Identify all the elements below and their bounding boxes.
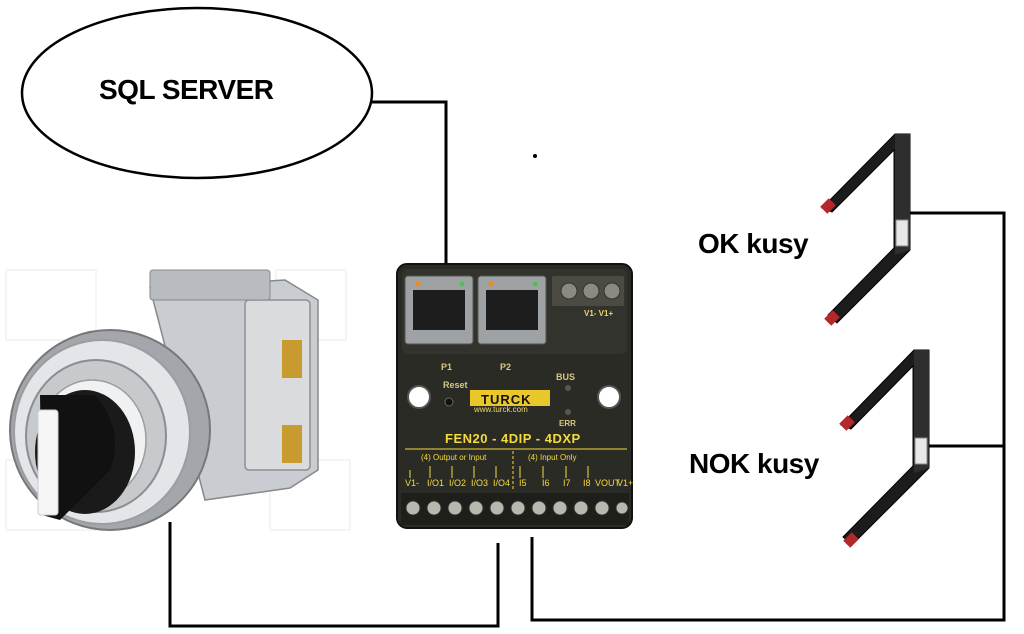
pin-label: VOUT (595, 478, 621, 488)
pin-label: I8 (583, 478, 591, 488)
ethernet-port-p1[interactable] (404, 275, 474, 345)
reset-label: Reset (443, 380, 468, 390)
power-label: V1- V1+ (584, 309, 614, 318)
mounting-hole-right (597, 385, 621, 409)
sql-server-node[interactable] (20, 6, 374, 180)
pin-label: V1- (405, 478, 420, 488)
pin-label: I7 (563, 478, 571, 488)
input-only-group-label: (4) Input Only (528, 453, 577, 462)
sql-server-label: SQL SERVER (99, 74, 274, 105)
mounting-hole-left (407, 385, 431, 409)
nok-fork-sensor[interactable] (839, 349, 930, 548)
err-led (565, 409, 571, 415)
selector-switch[interactable] (5, 269, 351, 531)
stray-dot (533, 154, 537, 158)
pin-label: I6 (542, 478, 550, 488)
ok-fork-sensor[interactable] (820, 133, 911, 326)
reset-button[interactable] (444, 397, 454, 407)
pin-label: I/O3 (471, 478, 489, 488)
ethernet-port-p2[interactable] (477, 275, 547, 345)
pin-label: V1+ (617, 478, 634, 488)
ok-sensor-label: OK kusy (698, 228, 809, 259)
port1-label: P1 (441, 362, 453, 372)
connection-lines (168, 100, 1006, 628)
power-terminals[interactable] (552, 276, 624, 306)
link-sql-to-p1 (371, 100, 448, 264)
bus-label: BUS (556, 372, 576, 382)
brand-label: TURCK (481, 392, 532, 407)
screw-terminals[interactable] (401, 493, 629, 525)
model-label: FEN20 - 4DIP - 4DXP (445, 431, 581, 446)
nok-sensor-label: NOK kusy (689, 448, 819, 479)
pin-label: I/O2 (449, 478, 467, 488)
bus-led (565, 385, 571, 391)
output-input-group-label: (4) Output or Input (421, 453, 487, 462)
turck-module[interactable] (396, 263, 633, 529)
link-switch-to-module (168, 522, 500, 628)
err-label: ERR (559, 419, 576, 428)
pin-label: I/O4 (493, 478, 511, 488)
pin-label: I/O1 (427, 478, 445, 488)
link-module-to-sensors (530, 211, 1006, 622)
pin-label: I5 (519, 478, 527, 488)
port2-label: P2 (500, 362, 512, 372)
url-label: www.turck.com (474, 405, 528, 414)
